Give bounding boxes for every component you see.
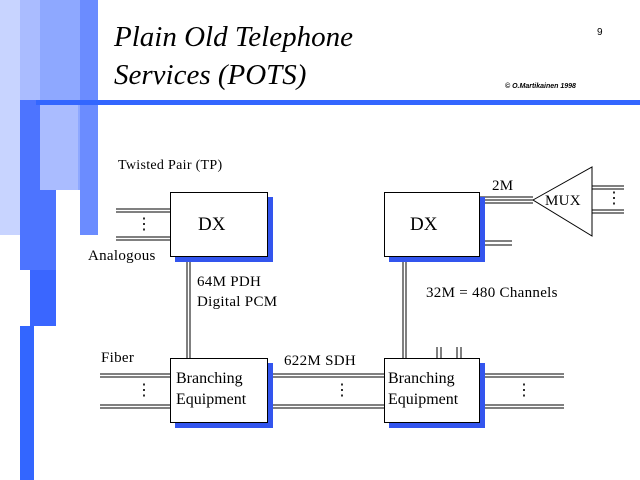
- title-line-2: Services (POTS): [114, 59, 307, 91]
- branching-left-label: Branching Equipment: [176, 368, 246, 410]
- branching-right-line-1: Branching: [388, 370, 455, 387]
- analogous-label: Analogous: [88, 248, 156, 264]
- branching-right-box: [384, 358, 480, 423]
- link-2m-label: 2M: [492, 178, 514, 194]
- ellipsis-fiber: ⋮: [136, 382, 153, 399]
- branching-left-line-1: Branching: [176, 370, 243, 387]
- mux-label: MUX: [545, 193, 581, 209]
- pdh-label-1: 64M PDH: [197, 274, 262, 290]
- branching-right-label: Branching Equipment: [388, 368, 458, 410]
- decor-strip-6: [30, 270, 56, 326]
- header-rule: [36, 100, 640, 105]
- decor-strip-1: [0, 0, 20, 235]
- decor-strip-7: [40, 105, 78, 190]
- decor-strip-8: [20, 326, 34, 480]
- branching-right-line-2: Equipment: [388, 391, 459, 408]
- decor-strip-4: [80, 0, 98, 235]
- dx-left-box: [170, 192, 268, 257]
- dx-right-label: DX: [410, 214, 438, 235]
- pdh-label-2: Digital PCM: [197, 294, 278, 310]
- ellipsis-tp: ⋮: [136, 216, 153, 233]
- copyright-notice: © O.Martikainen 1998: [505, 83, 576, 90]
- mux-triangle: [532, 166, 593, 237]
- ellipsis-mux-out: ⋮: [606, 190, 623, 207]
- dx-left-label: DX: [198, 214, 226, 235]
- ellipsis-sdh: ⋮: [334, 382, 351, 399]
- ellipsis-branch-out: ⋮: [516, 382, 533, 399]
- title-line-1: Plain Old Telephone: [114, 21, 353, 53]
- page-number: 9: [597, 27, 603, 38]
- fiber-label: Fiber: [101, 350, 135, 366]
- slide-title: Plain Old Telephone Services (POTS): [114, 18, 353, 94]
- channels-label: 32M = 480 Channels: [426, 285, 558, 301]
- dx-right-box: [384, 192, 480, 257]
- branching-left-line-2: Equipment: [176, 391, 247, 408]
- branching-left-box: [170, 358, 268, 423]
- twisted-pair-label: Twisted Pair (TP): [118, 158, 223, 173]
- sdh-label: 622M SDH: [284, 353, 356, 369]
